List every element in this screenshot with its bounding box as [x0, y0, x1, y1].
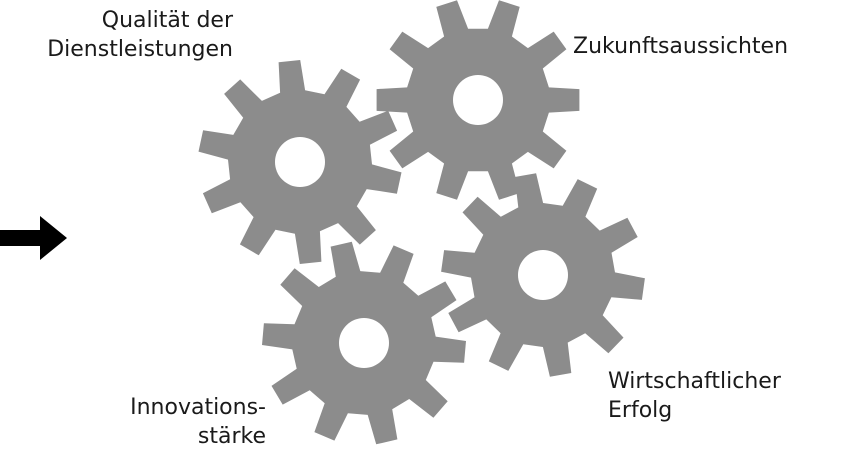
arrow-right-icon [0, 216, 67, 260]
label-economic: Wirtschaftlicher Erfolg [608, 367, 781, 425]
label-quality: Qualität der Dienstleistungen [47, 6, 233, 64]
gear-future [376, 0, 580, 200]
label-future-line-1: Zukunftsaussichten [573, 34, 789, 59]
label-innovation-line-1: Innovations- [130, 395, 266, 420]
label-economic-line-1: Wirtschaftlicher [608, 369, 781, 394]
label-economic-line-2: Erfolg [608, 398, 673, 423]
gear-economic [441, 173, 645, 377]
label-innovation: Innovations- stärke [130, 393, 266, 451]
label-innovation-line-2: stärke [197, 424, 266, 449]
label-future: Zukunftsaussichten [573, 32, 788, 61]
gear-innovation [262, 241, 466, 445]
gear-quality [198, 60, 402, 264]
label-quality-line-2: Dienstleistungen [47, 37, 233, 62]
label-quality-line-1: Qualität der [101, 8, 233, 33]
